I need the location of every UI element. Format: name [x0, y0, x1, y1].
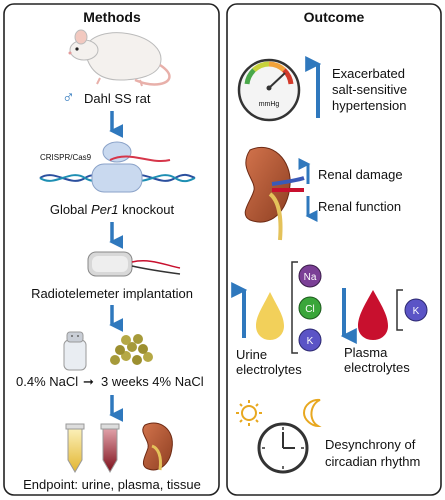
- urine-label-line-1: Urine: [236, 347, 267, 362]
- plasma-label-line-1: Plasma: [344, 345, 388, 360]
- circadian-line-2: circadian rhythm: [325, 454, 420, 469]
- salt-shaker-icon: [63, 331, 87, 371]
- hypertension-line-2: salt-sensitive: [332, 82, 407, 97]
- na-badge: [298, 264, 322, 288]
- k-badge-plasma: [404, 298, 428, 322]
- circadian-line-1: Desynchrony of: [325, 437, 416, 452]
- rat-label: Dahl SS rat: [84, 91, 151, 106]
- methods-title: Methods: [83, 9, 141, 25]
- kidney-icon: [244, 147, 305, 241]
- blood-drop-icon: [358, 290, 388, 340]
- rat-illustration: [68, 29, 171, 87]
- crispr-label: CRISPR/Cas9: [40, 153, 92, 162]
- radiotelemeter-device: [87, 251, 181, 277]
- renal-function-label: Renal function: [318, 199, 401, 214]
- diet-end-label: 3 weeks 4% NaCl: [101, 374, 204, 389]
- cl-badge: [298, 296, 322, 320]
- moon-icon: [302, 398, 322, 428]
- renal-damage-label: Renal damage: [318, 167, 403, 182]
- diet-start-label: 0.4% NaCl: [16, 374, 78, 389]
- k-label-urine: K: [307, 336, 314, 347]
- urine-tube-icon: [65, 423, 85, 473]
- male-symbol: ♂: [62, 88, 75, 107]
- kidney-tissue-icon: [142, 422, 173, 471]
- gauge-unit: mmHg: [259, 101, 280, 108]
- urine-bracket: [291, 261, 298, 354]
- endpoint-label: Endpoint: urine, plasma, tissue: [23, 477, 201, 492]
- hypertension-line-3: hypertension: [332, 98, 406, 113]
- methods-panel: [3, 3, 220, 496]
- outcome-panel: [226, 3, 442, 496]
- knockout-label: Global Per1 knockout: [50, 202, 175, 217]
- urine-label-line-2: electrolytes: [236, 362, 302, 377]
- plasma-tube-icon: [100, 423, 120, 473]
- outcome-title: Outcome: [304, 9, 365, 25]
- clock-icon: [257, 422, 309, 474]
- k-badge-urine: [298, 328, 322, 352]
- sun-icon: [236, 400, 262, 426]
- plasma-label-line-2: electrolytes: [344, 360, 410, 375]
- plasma-bracket: [396, 289, 403, 331]
- urine-drop-icon: [256, 292, 284, 340]
- telemeter-label: Radiotelemeter implantation: [31, 286, 193, 301]
- hypertension-line-1: Exacerbated: [332, 66, 405, 81]
- chow-pellets-icon: [110, 334, 153, 365]
- na-label: Na: [304, 272, 317, 283]
- diet-arrow: ➞: [83, 374, 94, 389]
- k-label-plasma: K: [413, 306, 420, 317]
- cl-label: Cl: [305, 304, 314, 315]
- blood-pressure-gauge-icon: [237, 58, 301, 122]
- crispr-dna-illustration: [39, 141, 196, 193]
